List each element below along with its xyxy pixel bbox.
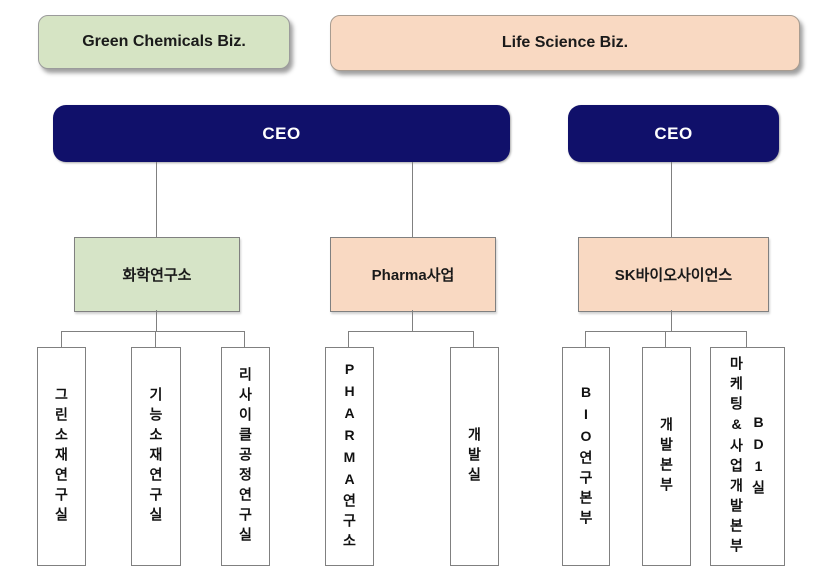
team-label: 그린소재연구실	[53, 386, 70, 527]
division-chemical-research: 화학연구소	[74, 237, 240, 312]
team-label: 개발본부	[658, 416, 675, 497]
connector-line	[665, 331, 666, 347]
team-label: PHARMA연구소	[341, 360, 358, 553]
business-unit-green-chemicals: Green Chemicals Biz.	[38, 15, 290, 69]
ceo-label: CEO	[262, 123, 301, 143]
connector-line	[244, 331, 245, 347]
team-label: BIO연구본부	[578, 383, 594, 530]
connector-line	[585, 331, 747, 332]
team-recycle-process-lab: 리사이클공정연구실	[221, 347, 270, 566]
business-unit-label: Green Chemicals Biz.	[82, 33, 246, 50]
team-label: 기능소재연구실	[148, 386, 164, 527]
team-label: 개발실	[466, 426, 483, 487]
team-label: BD1실	[750, 413, 767, 500]
division-label: 화학연구소	[122, 267, 192, 284]
connector-line	[348, 331, 349, 347]
business-unit-life-science: Life Science Biz.	[330, 15, 800, 71]
team-functional-materials-lab: 기능소재연구실	[131, 347, 181, 566]
connector-line	[412, 310, 413, 332]
team-green-materials-lab: 그린소재연구실	[37, 347, 86, 566]
connector-line	[585, 331, 586, 347]
division-sk-bioscience: SK바이오사이언스	[578, 237, 769, 312]
connector-line	[671, 162, 672, 237]
team-pharma-research-institute: PHARMA연구소	[325, 347, 374, 566]
team-bio-research-hq: BIO연구본부	[562, 347, 610, 566]
connector-line	[412, 162, 413, 237]
ceo-right-box: CEO	[568, 105, 779, 162]
connector-line	[61, 331, 62, 347]
team-marketing-bizdev-hq-bd1: 마케팅&사업개발본부 BD1실	[710, 347, 785, 566]
connector-line	[671, 310, 672, 332]
team-label: 마케팅&사업개발본부	[728, 355, 745, 558]
division-label: SK바이오사이언스	[614, 267, 733, 284]
team-development-hq: 개발본부	[642, 347, 691, 566]
team-development-office: 개발실	[450, 347, 499, 566]
ceo-label: CEO	[654, 123, 693, 143]
division-label: Pharma사업	[371, 267, 455, 284]
connector-line	[61, 331, 245, 332]
connector-line	[348, 331, 474, 332]
connector-line	[473, 331, 474, 347]
connector-line	[746, 331, 747, 347]
business-unit-label: Life Science Biz.	[501, 34, 629, 51]
connector-line	[156, 162, 157, 237]
division-pharma-business: Pharma사업	[330, 237, 496, 312]
connector-line	[156, 310, 157, 332]
team-label: 리사이클공정연구실	[237, 366, 254, 547]
ceo-left-box: CEO	[53, 105, 510, 162]
connector-line	[155, 331, 156, 347]
